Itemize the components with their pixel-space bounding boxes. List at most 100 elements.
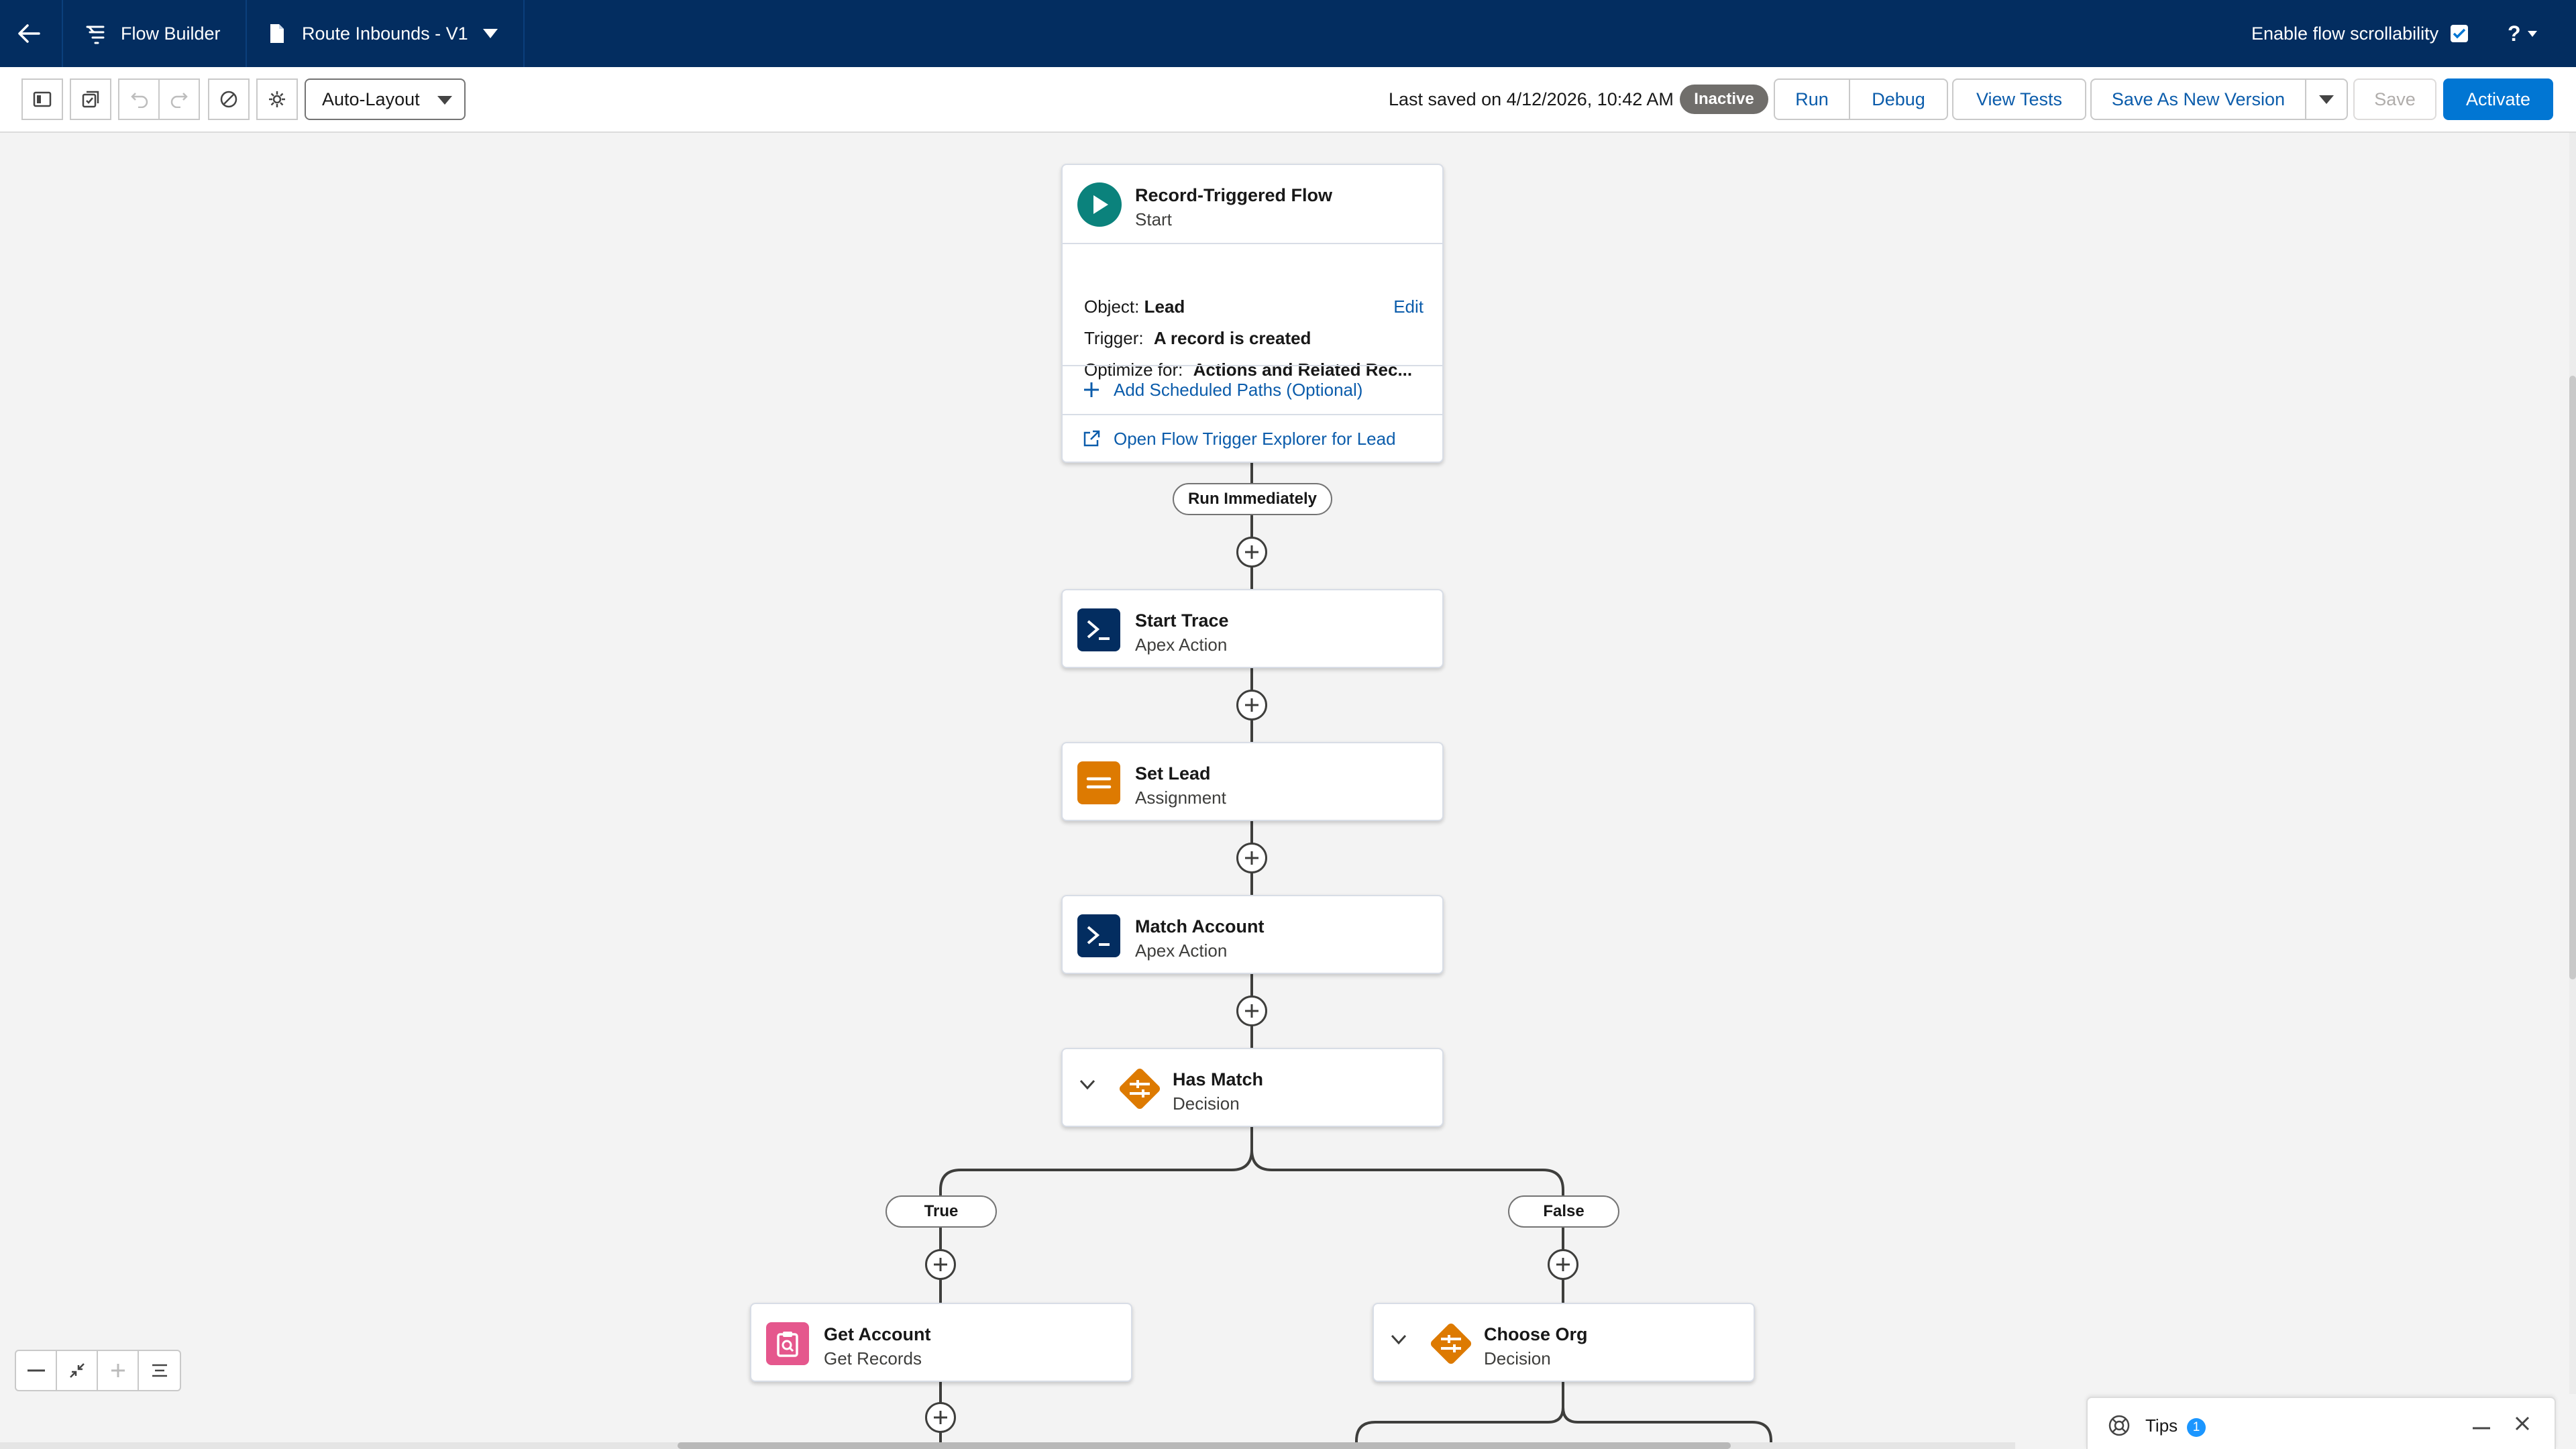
copy-icon — [82, 91, 99, 108]
toggle-toolbox-button[interactable] — [21, 78, 63, 120]
optimize-value: Actions and Related Rec... — [1193, 360, 1413, 380]
chevron-down-icon[interactable] — [1390, 1334, 1407, 1346]
optimize-label: Optimize for: — [1084, 360, 1183, 380]
apex-action-icon — [1077, 608, 1120, 651]
plus-icon — [934, 1411, 947, 1424]
assignment-icon — [1077, 761, 1120, 804]
plus-icon — [1245, 1004, 1258, 1018]
add-element-button[interactable] — [1236, 843, 1267, 873]
add-icon — [1084, 382, 1099, 397]
save-as-new-version-button[interactable]: Save As New Version — [2090, 78, 2306, 120]
start-subtitle: Start — [1135, 209, 1172, 229]
chevron-down-icon[interactable] — [1079, 1079, 1096, 1091]
versions-button[interactable] — [70, 78, 111, 120]
undo-button[interactable] — [118, 78, 160, 120]
close-icon[interactable] — [2514, 1415, 2530, 1432]
get-account-element[interactable]: Get Account Get Records — [750, 1303, 1132, 1382]
node-type: Apex Action — [1135, 941, 1228, 961]
set-lead-element[interactable]: Set Lead Assignment — [1061, 742, 1444, 821]
vertical-scroll-thumb[interactable] — [2569, 376, 2576, 979]
optimize-row: Optimize for: Actions and Related Rec... — [1084, 360, 1412, 380]
checkmark-icon — [2453, 28, 2466, 39]
match-account-element[interactable]: Match Account Apex Action — [1061, 895, 1444, 974]
gear-icon — [269, 91, 285, 107]
help-menu[interactable]: ? — [2508, 0, 2537, 67]
ban-icon — [220, 91, 237, 108]
node-title: Get Account — [824, 1324, 931, 1344]
flow-icon — [86, 25, 105, 44]
flow-name-menu[interactable]: Route Inbounds - V1 — [268, 0, 498, 67]
debug-button[interactable]: Debug — [1849, 78, 1948, 120]
false-outcome-label[interactable]: False — [1508, 1195, 1619, 1228]
plus-icon — [1245, 698, 1258, 712]
add-scheduled-paths-link[interactable]: Add Scheduled Paths (Optional) — [1063, 365, 1442, 414]
last-saved-text: Last saved on 4/12/2026, 10:42 AM — [1389, 89, 1674, 109]
true-outcome-label[interactable]: True — [885, 1195, 997, 1228]
node-title: Set Lead — [1135, 763, 1211, 784]
status-badge: Inactive — [1680, 85, 1768, 114]
contract-icon — [69, 1363, 85, 1378]
node-title: Start Trace — [1135, 610, 1229, 631]
plus-icon — [1556, 1258, 1570, 1271]
object-value: Lead — [1144, 297, 1185, 317]
object-row: Object: Lead — [1084, 297, 1185, 317]
activate-button[interactable]: Activate — [2443, 78, 2553, 120]
horizontal-scroll-thumb[interactable] — [678, 1442, 1731, 1449]
flow-settings-button[interactable] — [256, 78, 298, 120]
view-tests-button[interactable]: View Tests — [1952, 78, 2086, 120]
add-element-button[interactable] — [925, 1249, 956, 1280]
choose-org-element[interactable]: Choose Org Decision — [1373, 1303, 1755, 1382]
trigger-row: Trigger: A record is created — [1084, 328, 1311, 349]
chevron-down-icon — [2527, 30, 2537, 37]
node-type: Decision — [1484, 1348, 1551, 1368]
app-name: Flow Builder — [121, 23, 221, 44]
add-element-button[interactable] — [1236, 996, 1267, 1026]
get-records-icon — [766, 1322, 809, 1365]
tips-panel[interactable]: Tips 1 — [2086, 1397, 2556, 1449]
has-match-element[interactable]: Has Match Decision — [1061, 1048, 1444, 1127]
caret-down-icon — [437, 96, 452, 105]
add-element-button[interactable] — [925, 1402, 956, 1433]
minus-icon — [27, 1369, 45, 1372]
save-options-button[interactable] — [2305, 78, 2348, 120]
app-header: Flow Builder Route Inbounds - V1 Enable … — [0, 0, 2576, 67]
layout-mode-value: Auto-Layout — [322, 89, 420, 109]
plus-icon — [1245, 851, 1258, 865]
fit-view-button[interactable] — [57, 1351, 99, 1390]
new-window-icon — [1083, 430, 1100, 447]
add-element-button[interactable] — [1236, 537, 1267, 568]
plus-icon — [934, 1258, 947, 1271]
open-trigger-explorer-link[interactable]: Open Flow Trigger Explorer for Lead — [1063, 414, 1442, 463]
start-trace-element[interactable]: Start Trace Apex Action — [1061, 589, 1444, 668]
tips-count-badge: 1 — [2187, 1418, 2206, 1437]
apex-action-icon — [1077, 914, 1120, 957]
layout-mode-select[interactable]: Auto-Layout — [305, 78, 466, 120]
add-element-button[interactable] — [1548, 1249, 1578, 1280]
plus-icon — [1245, 545, 1258, 559]
redo-icon — [170, 93, 188, 108]
node-title: Has Match — [1173, 1069, 1264, 1089]
caret-down-icon — [2319, 95, 2334, 104]
center-view-button[interactable] — [139, 1351, 180, 1390]
save-button[interactable]: Save — [2353, 78, 2436, 120]
run-immediately-path-label[interactable]: Run Immediately — [1173, 483, 1332, 515]
start-element[interactable]: Record-Triggered Flow Start Object: Lead… — [1061, 164, 1444, 463]
back-arrow-icon — [18, 24, 40, 43]
panel-icon — [33, 91, 52, 107]
flow-name: Route Inbounds - V1 — [302, 23, 468, 44]
zoom-out-button[interactable] — [16, 1351, 58, 1390]
minimize-icon[interactable] — [2473, 1426, 2490, 1430]
back-button[interactable] — [17, 0, 44, 67]
zoom-in-button[interactable] — [98, 1351, 140, 1390]
scroll-checkbox[interactable] — [2451, 25, 2469, 42]
check-errors-button[interactable] — [208, 78, 250, 120]
redo-button[interactable] — [158, 78, 200, 120]
node-type: Assignment — [1135, 788, 1226, 808]
scroll-toggle[interactable]: Enable flow scrollability — [2251, 0, 2469, 67]
scroll-toggle-label: Enable flow scrollability — [2251, 23, 2439, 44]
run-button[interactable]: Run — [1774, 78, 1850, 120]
zoom-controls — [15, 1350, 181, 1391]
flow-canvas[interactable]: Record-Triggered Flow Start Object: Lead… — [0, 133, 2576, 1449]
edit-link[interactable]: Edit — [1393, 297, 1424, 317]
add-element-button[interactable] — [1236, 690, 1267, 720]
